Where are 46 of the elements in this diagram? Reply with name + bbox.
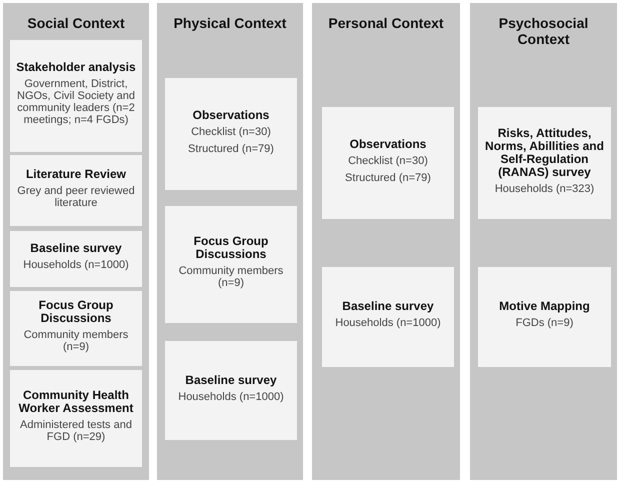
method-detail: Households (n=1000) bbox=[23, 259, 129, 271]
method-card bbox=[322, 107, 454, 219]
method-detail: FGDs (n=9) bbox=[516, 317, 574, 329]
column-panel bbox=[3, 3, 149, 480]
method-title: Stakeholder analysis bbox=[16, 61, 136, 74]
method-detail: Households (n=1000) bbox=[335, 317, 441, 329]
column-heading: Personal Context bbox=[327, 15, 445, 31]
method-card bbox=[10, 370, 142, 467]
column-panel bbox=[312, 3, 460, 480]
column-heading: Physical Context bbox=[172, 15, 288, 31]
method-card bbox=[478, 107, 611, 219]
column-heading: Psychosocial Context bbox=[498, 15, 590, 47]
method-card bbox=[10, 231, 142, 287]
method-title: Focus Group Discussions bbox=[192, 235, 270, 261]
method-card bbox=[10, 291, 142, 366]
method-title: Observations bbox=[192, 108, 270, 122]
column-panel bbox=[470, 3, 617, 480]
method-title: Baseline survey bbox=[185, 374, 277, 386]
method-card bbox=[10, 40, 142, 152]
method-title: Literature Review bbox=[26, 168, 126, 180]
column-panel bbox=[157, 3, 303, 480]
method-title: Risks, Attitudes, Norms, Abillities and Self-Regulation (RANAS) survey bbox=[484, 126, 605, 178]
method-detail: Community members (n=9) bbox=[178, 265, 284, 289]
method-detail: Checklist (n=30) bbox=[191, 126, 271, 138]
method-detail: Structured (n=79) bbox=[345, 172, 431, 184]
method-detail: Checklist (n=30) bbox=[348, 154, 428, 166]
method-title: Baseline survey bbox=[30, 242, 122, 255]
method-card bbox=[165, 78, 297, 190]
method-title: Observations bbox=[350, 138, 426, 150]
method-detail: Administered tests and FGD (n=29) bbox=[19, 419, 133, 443]
method-card bbox=[322, 267, 454, 367]
method-detail: Households (n=323) bbox=[494, 182, 594, 194]
method-detail: Grey and peer reviewed literature bbox=[16, 184, 136, 208]
column-heading: Social Context bbox=[26, 15, 126, 31]
method-card bbox=[165, 206, 297, 323]
method-title: Motive Mapping bbox=[499, 300, 590, 313]
method-detail: Community members (n=9) bbox=[22, 329, 130, 353]
method-title: Community Health Worker Assessment bbox=[18, 389, 134, 415]
method-detail: Structured (n=79) bbox=[188, 142, 274, 154]
method-card bbox=[10, 155, 142, 226]
method-card bbox=[478, 267, 611, 367]
method-title: Baseline survey bbox=[342, 300, 434, 313]
method-title: Focus Group Discussions bbox=[38, 299, 114, 325]
method-detail: Households (n=1000) bbox=[178, 390, 284, 402]
method-detail: Government, District, NGOs, Civil Society and community leaders (n=2 meetings; n=4 FGDs) bbox=[16, 78, 136, 126]
method-card bbox=[165, 341, 297, 440]
